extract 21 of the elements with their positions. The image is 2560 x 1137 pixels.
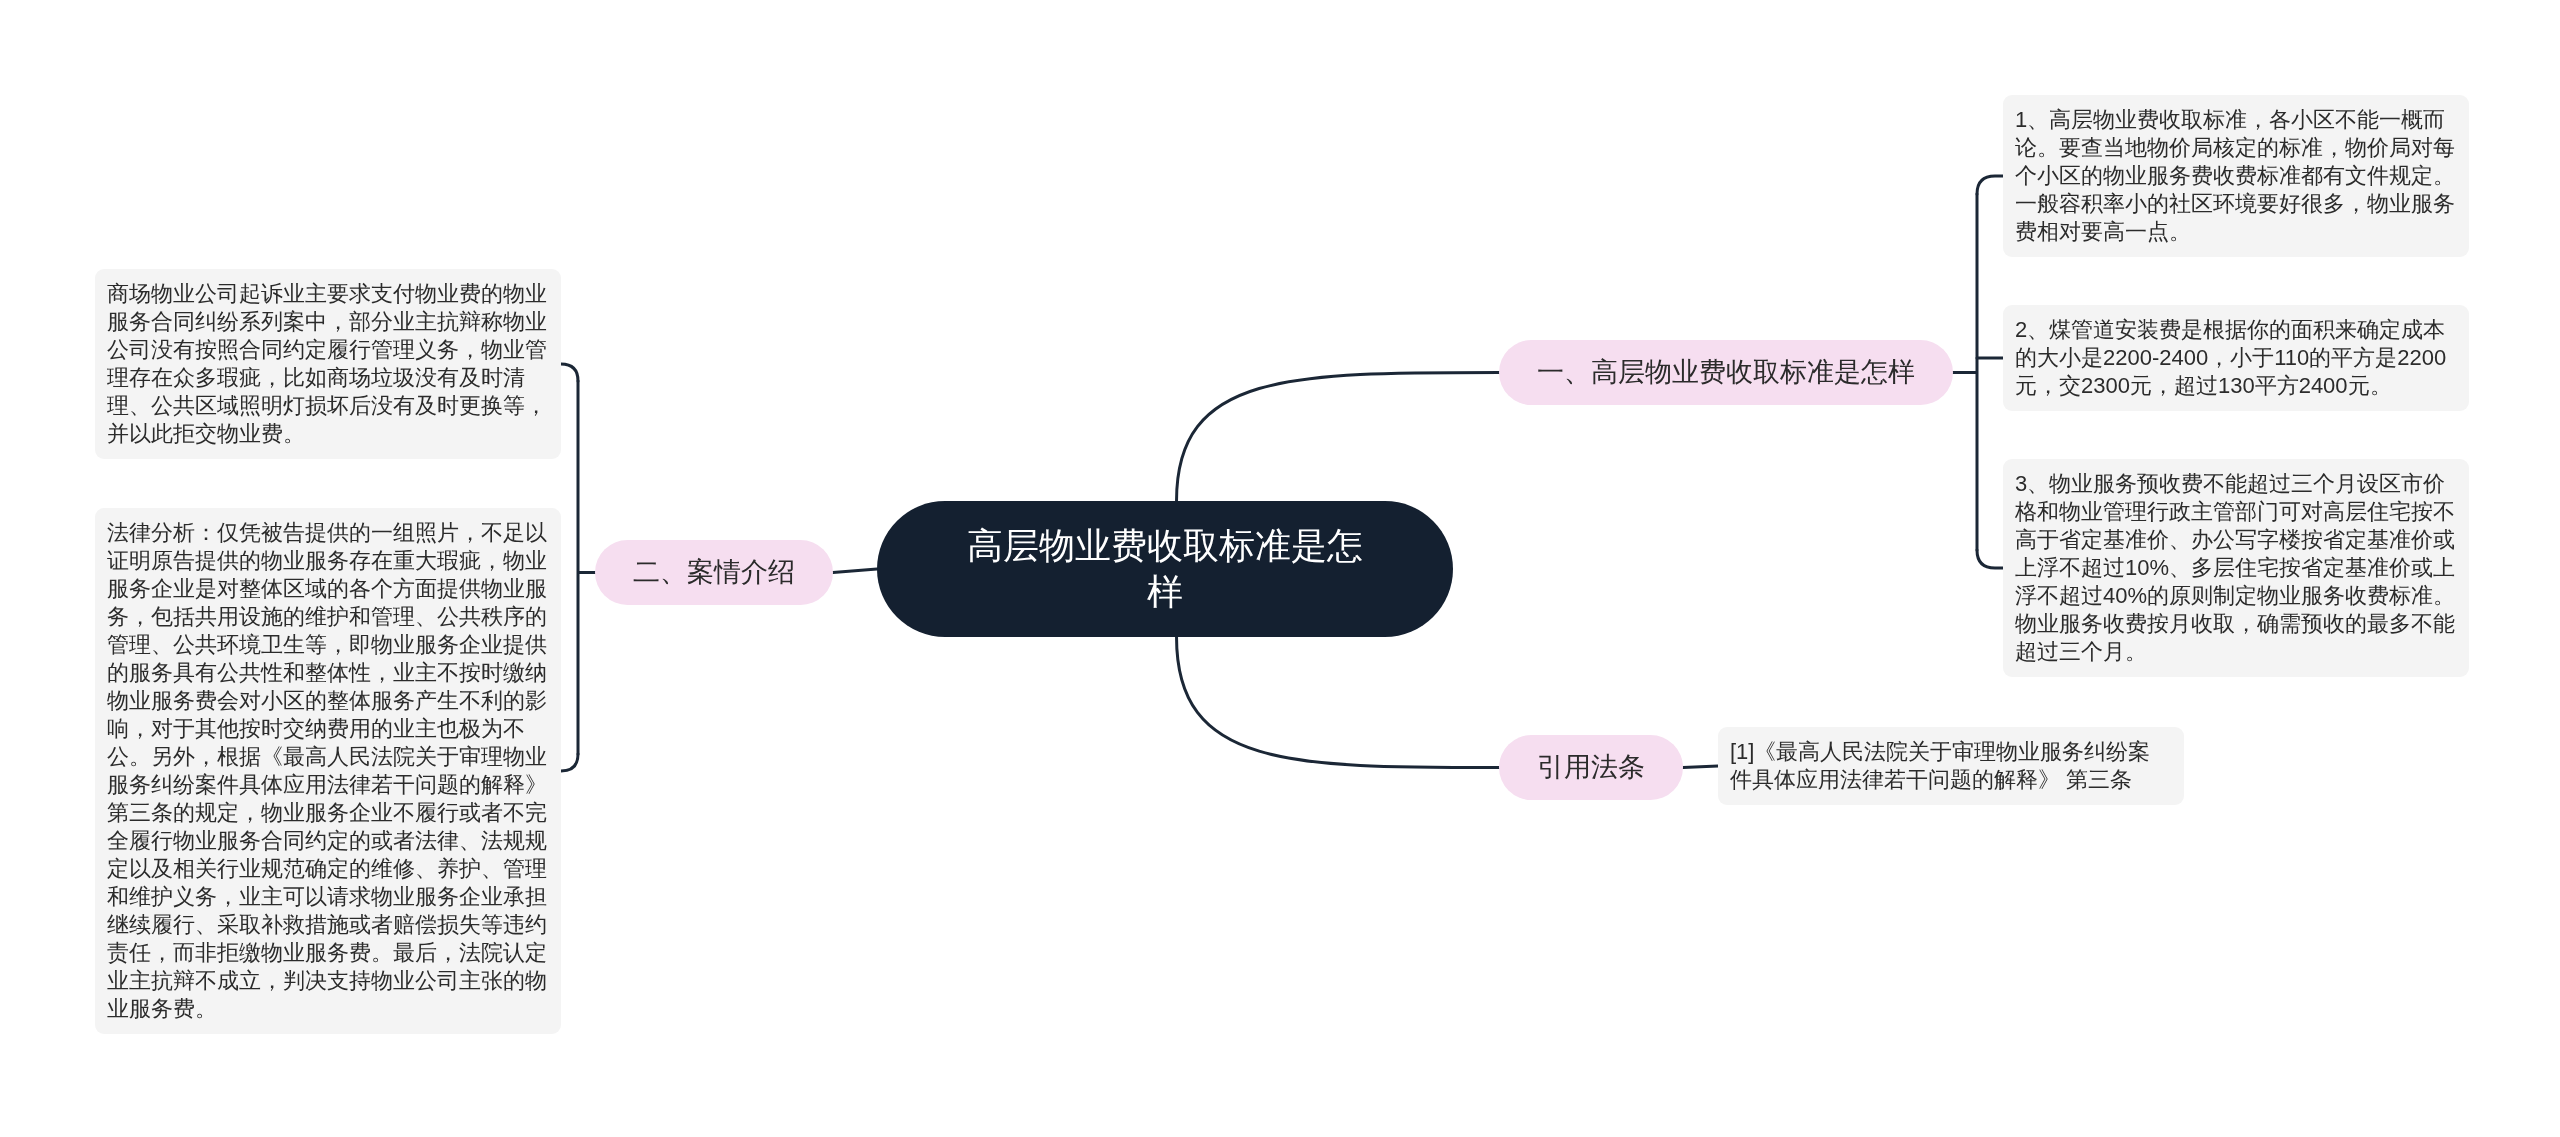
topic-pill: 二、案情介绍 bbox=[595, 540, 833, 605]
note-card: 1、高层物业费收取标准，各小区不能一概而论。要查当地物价局核定的标准，物价局对每个小区的物业服务费收费标准都有文件规定。一般容积率小的社区环境要好很多，物业服务费相对要高一点。 bbox=[2003, 95, 2469, 257]
connector-line bbox=[1175, 635, 1501, 769]
note-card: 法律分析：仅凭被告提供的一组照片，不足以证明原告提供的物业服务存在重大瑕疵，物业服务企业是对整体区域的各个方面提供物业服务，包括共用设施的维护和管理、公共秩序的管理、公共环境卫生等，即物业服务企业提供的服务具有公共性和整体性，业主不按时缴纳物业服务费会对小区的整体服务产生不利的影响，对于其他按时交纳费用的业主也极为不公。另外，根据《最高人民法院关于审理物业服务纠纷案件具体应用法律若干问题的解释》第三条的规定，物业服务企业不履行或者不完全履行物业服务合同约定的或者法律、法规规定以及相关行业规范确定的维修、养护、管理和维护义务，业主可以请求物业服务企业承担继续履行、采取补救措施或者赔偿损失等违约责任，而非拒缴物业服务费。最后，法院认定业主抗辩不成立，判决支持物业公司主张的物业服务费。 bbox=[95, 508, 561, 1034]
connector-line bbox=[576, 379, 597, 756]
note-card: 2、煤管道安装费是根据你的面积来确定成本的大小是2200-2400，小于110的平方是2200元，交2300元，超过130平方2400元。 bbox=[2003, 305, 2469, 411]
connector-line bbox=[1681, 764, 1720, 769]
note-card: 3、物业服务预收费不能超过三个月设区市价格和物业管理行政主管部门可对高层住宅按不高于省定基准价、办公写字楼按省定基准价或上浮不超过10%、多层住宅按省定基准价或上浮不超过40%的原则制定物业服务收费标准。物业服务收费按月收取，确需预收的最多不能超过三个月。 bbox=[2003, 459, 2469, 677]
connector-line bbox=[1175, 371, 1501, 503]
connector-line bbox=[1975, 356, 2005, 360]
connector-line bbox=[831, 567, 879, 574]
connector-line bbox=[1975, 174, 2005, 196]
topic-pill: 引用法条 bbox=[1499, 735, 1683, 800]
note-card: [1]《最高人民法院关于审理物业服务纠纷案件具体应用法律若干问题的解释》 第三条 bbox=[1718, 727, 2184, 805]
connector-line bbox=[559, 752, 580, 773]
topic-pill: 一、高层物业费收取标准是怎样 bbox=[1499, 340, 1953, 405]
connector-line bbox=[1951, 192, 1979, 552]
connector-line bbox=[1975, 548, 2005, 570]
connector-line bbox=[559, 362, 580, 383]
note-card: 商场物业公司起诉业主要求支付物业费的物业服务合同纠纷系列案中，部分业主抗辩称物业公司没有按照合同约定履行管理义务，物业管理存在众多瑕疵，比如商场垃圾没有及时清理、公共区域照明灯损坏后没有及时更换等，并以此拒交物业费。 bbox=[95, 269, 561, 459]
central-topic: 高层物业费收取标准是怎样 bbox=[877, 501, 1453, 637]
